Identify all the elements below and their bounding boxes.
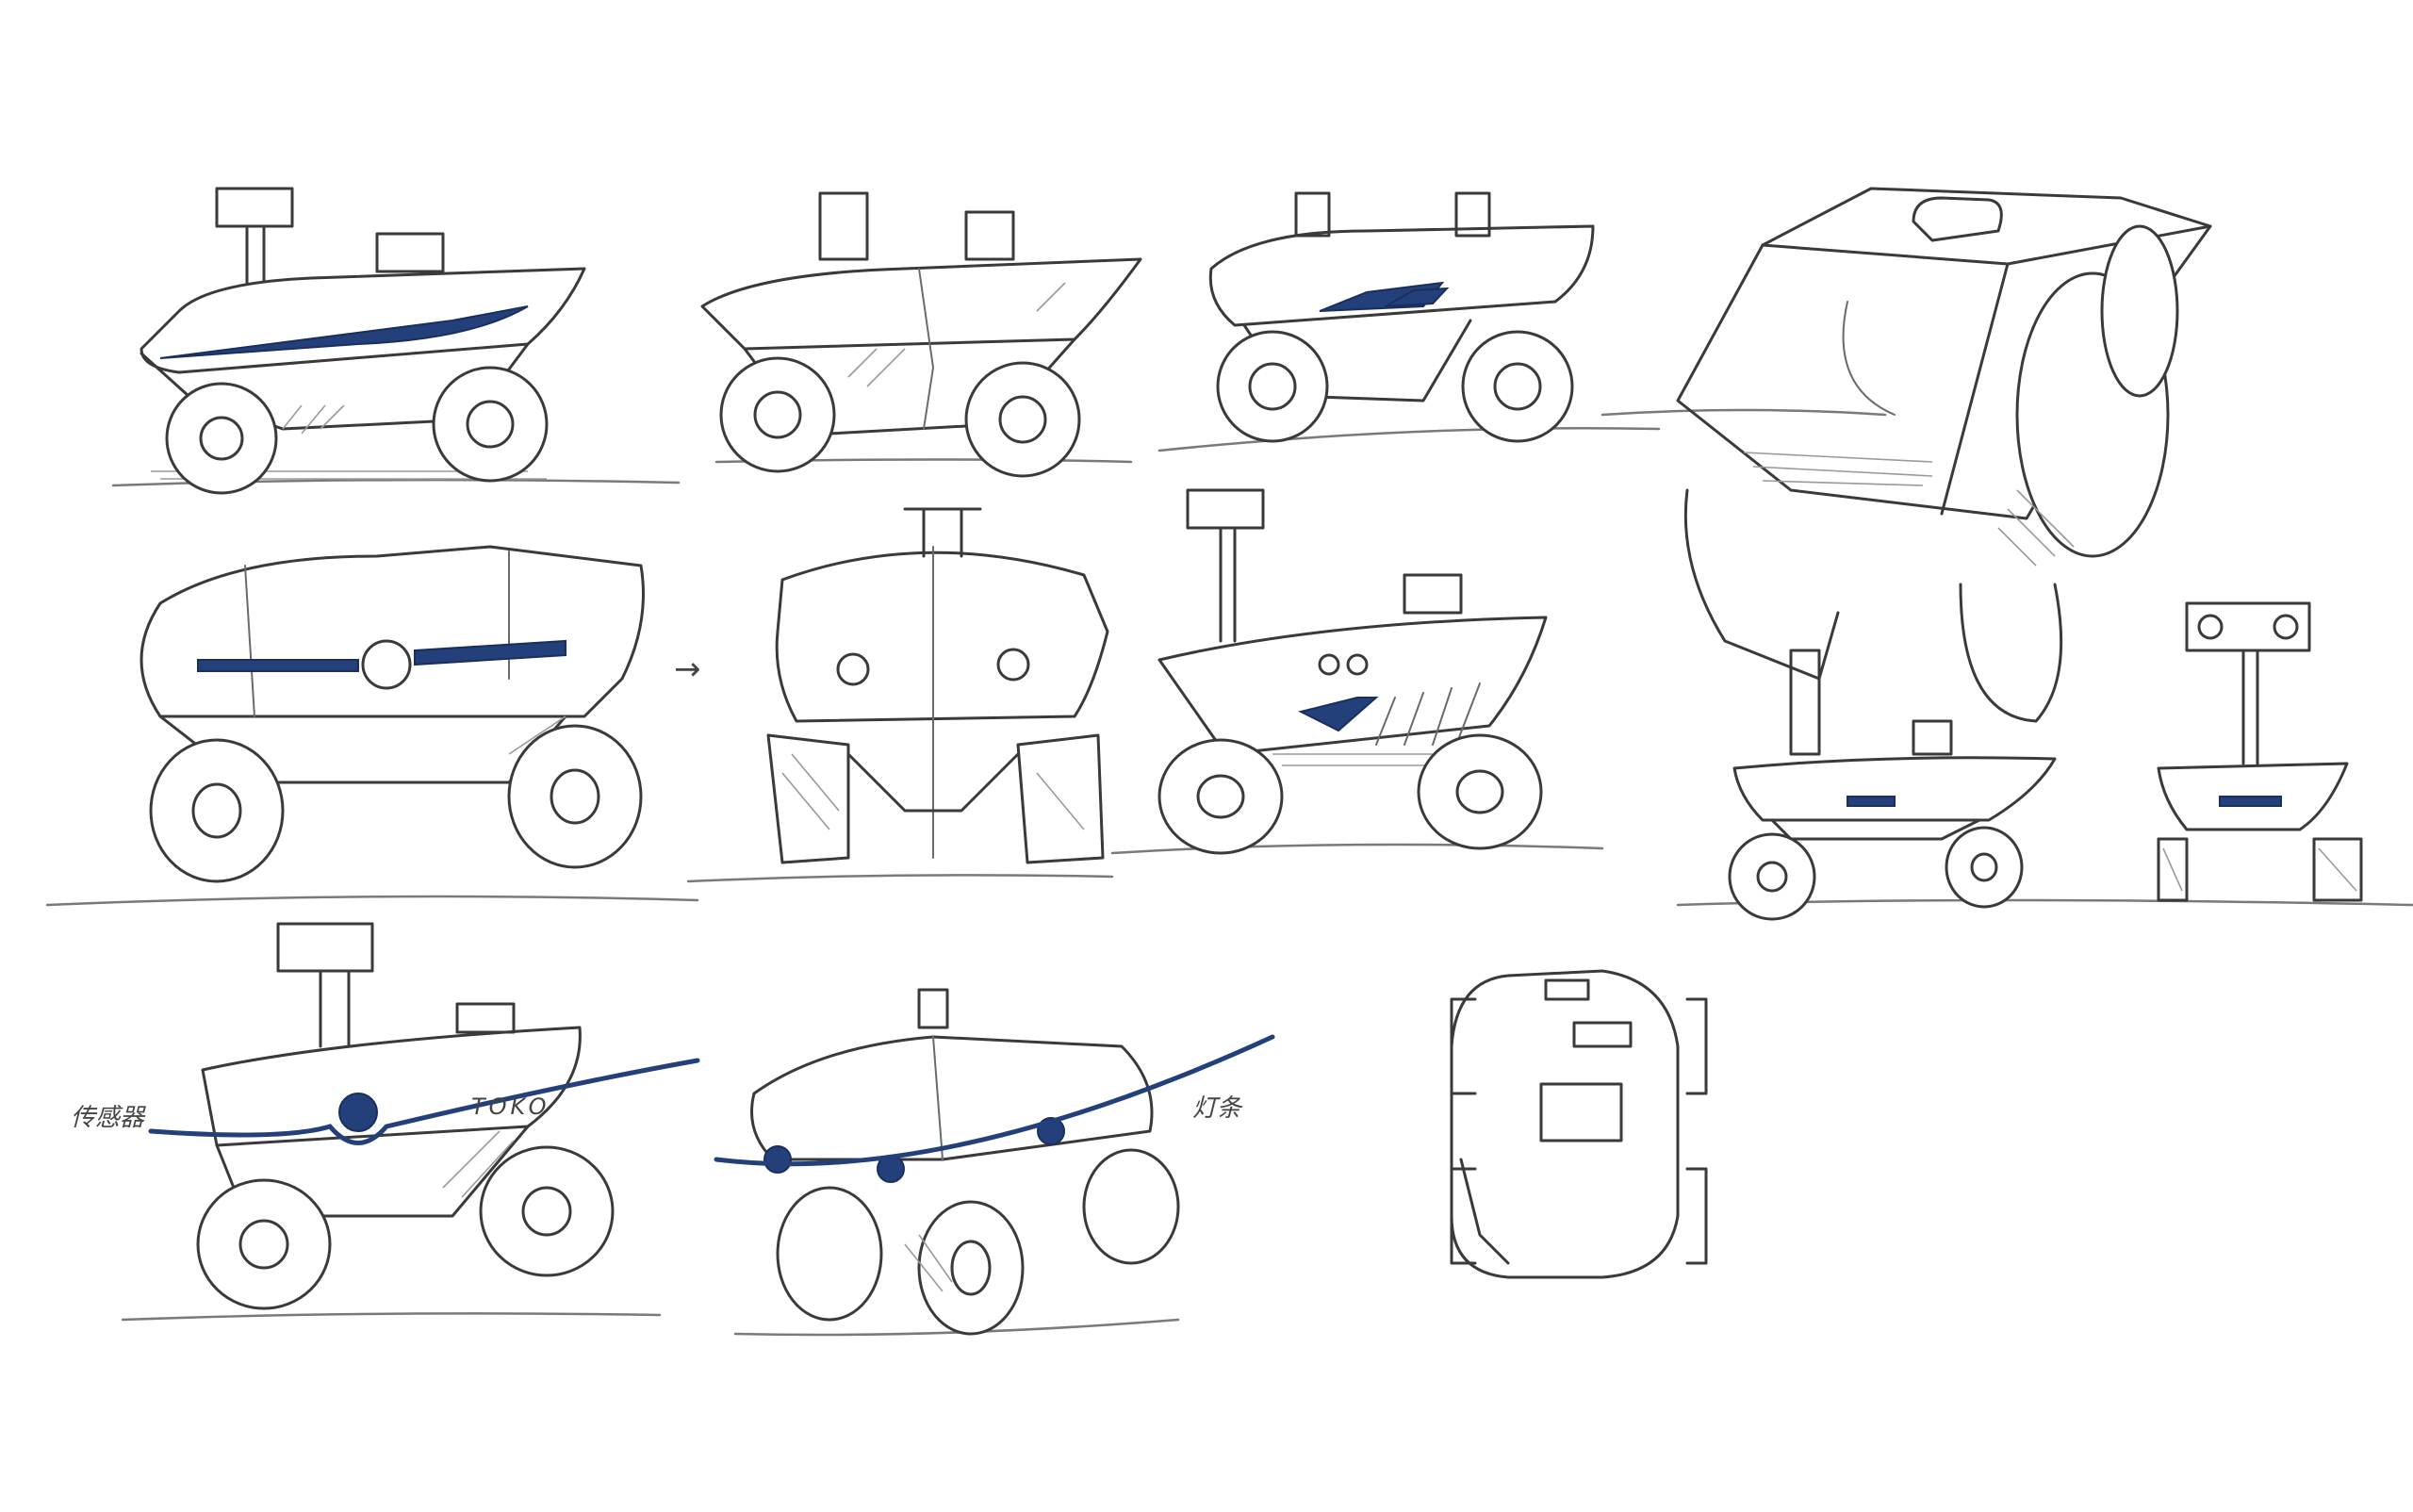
- rover-sketch-perspective-large: [1600, 187, 2212, 723]
- rover-sketch-side-2: [700, 191, 1142, 478]
- brand-mark-label: TOKO: [471, 1093, 550, 1120]
- rover-sketch-front-camera: [2157, 601, 2363, 902]
- arrow-mark: →: [674, 650, 701, 688]
- rover-sketch-top-view: [1450, 969, 1708, 1279]
- rover-sketch-headlights: [714, 988, 1275, 1337]
- rover-sketch-toko: [121, 922, 700, 1322]
- sensor-note: 传感器: [71, 1104, 145, 1132]
- rover-sketch-tall-mast: [1676, 649, 2413, 921]
- rover-sketch-side-3: [1157, 191, 1661, 452]
- rover-sketch-mast: [1110, 488, 1604, 855]
- light-note: 灯条: [1192, 1094, 1242, 1123]
- rover-sketch-front-34: [45, 545, 699, 907]
- rover-sketch-front: [686, 507, 1114, 883]
- rover-sketch-side-1: [111, 187, 681, 495]
